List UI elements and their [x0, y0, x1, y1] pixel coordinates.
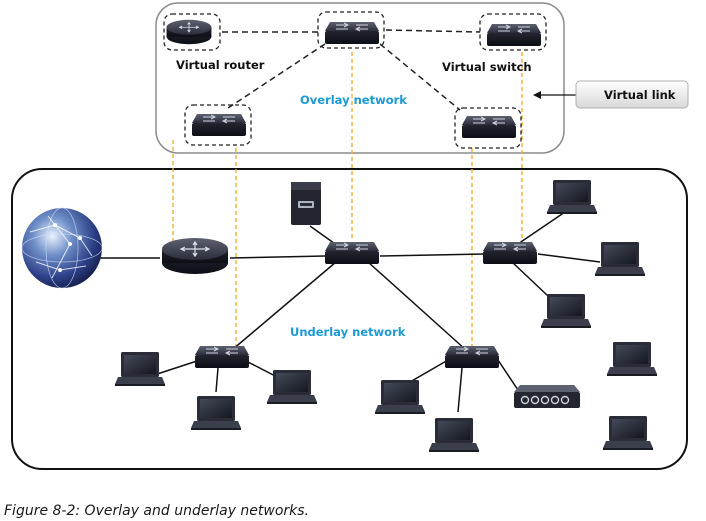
overlay-switch-right-frame [454, 107, 522, 149]
laptop-icon [429, 418, 479, 452]
virtual-router-dashed-frame [163, 13, 221, 51]
virtual-router-icon [166, 19, 212, 45]
left-access-switch-icon [194, 345, 250, 369]
laptop-icon [607, 342, 657, 376]
overlay-network-box [155, 2, 565, 154]
underlay-router-icon [161, 237, 229, 275]
laptop-icon [547, 180, 597, 214]
server-icon [291, 182, 321, 225]
overlay-links [222, 29, 481, 111]
laptop-icon [595, 242, 645, 276]
laptop-icon [541, 294, 591, 328]
virtual-link-callout [575, 80, 689, 109]
right-access-switch-icon [444, 345, 500, 369]
overlay-switch-top-frame [317, 11, 385, 49]
overlay-network-label: Overlay network [300, 93, 407, 107]
overlay-switch-right-icon [461, 115, 517, 139]
laptop-icon [603, 416, 653, 450]
laptop-icon [267, 370, 317, 404]
hub-icon [514, 385, 580, 408]
figure-caption: Figure 8-2: Overlay and underlay network… [4, 503, 309, 519]
laptop-icon [115, 352, 165, 386]
right-switch-icon [482, 241, 538, 265]
virtual-link-label: Virtual link [604, 88, 676, 102]
virtual-switch-frame [479, 13, 547, 51]
underlay-network-label: Underlay network [290, 325, 406, 339]
virtual-link-arrowhead [533, 91, 541, 99]
laptop-icon [191, 396, 241, 430]
virtual-switch-label: Virtual switch [442, 60, 532, 74]
virtual-link-lines [172, 52, 523, 352]
overlay-switch-top-icon [324, 21, 380, 45]
internet-globe-icon [21, 207, 103, 289]
virtual-router-label: Virtual router [176, 58, 265, 72]
overlay-switch-left-icon [191, 113, 247, 137]
core-switch-icon [324, 241, 380, 265]
virtual-switch-icon [486, 23, 542, 47]
laptop-icon [375, 380, 425, 414]
overlay-switch-left-frame [184, 104, 252, 146]
